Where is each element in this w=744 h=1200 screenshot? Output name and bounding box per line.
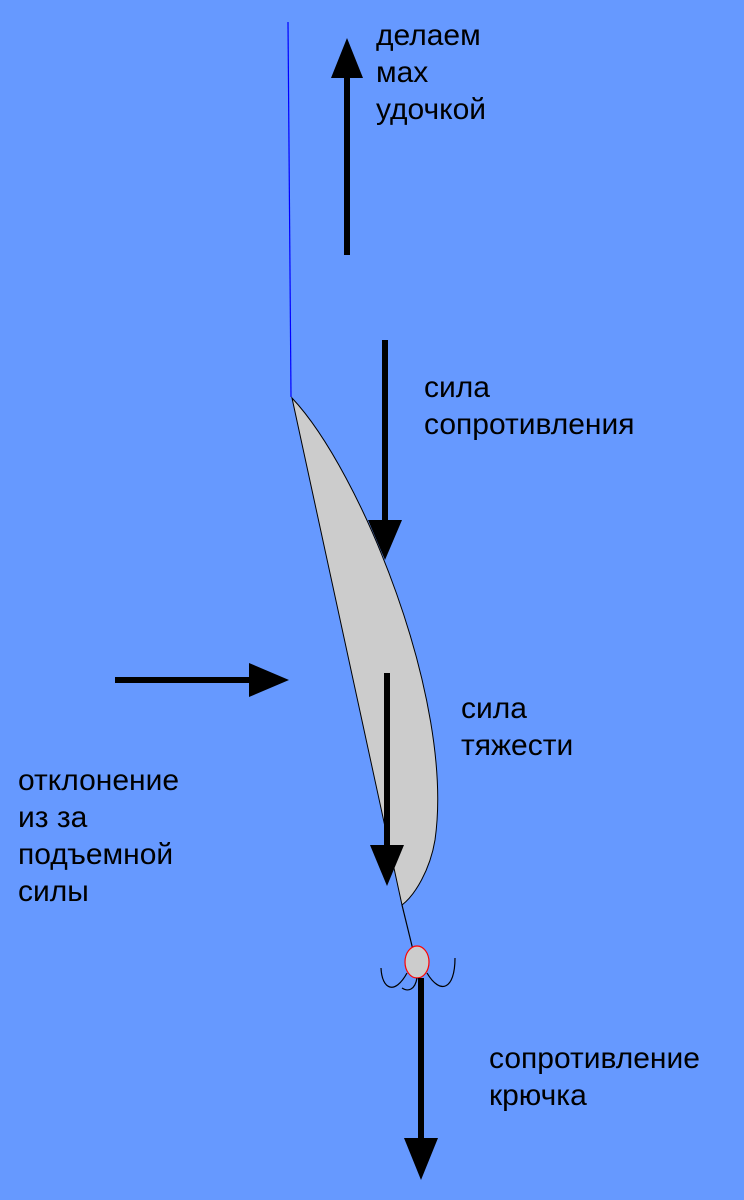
hook-resistance-label-line: крючка xyxy=(489,1079,587,1112)
leader-wire xyxy=(401,904,414,951)
rod-swing-label-line: удочкой xyxy=(376,93,487,126)
lure-blade-icon xyxy=(291,396,439,906)
fishing-line xyxy=(287,21,292,398)
lift-deflection-label-line: из за xyxy=(18,801,88,834)
hook-resistance-arrow xyxy=(404,978,438,1180)
lift-deflection-arrow xyxy=(115,663,289,697)
hook-resistance-label: сопротивление крючка xyxy=(489,1040,700,1114)
rod-swing-label-line: делаем xyxy=(376,19,481,52)
treble-hook-icon xyxy=(380,957,456,991)
drag-force-label-line: сила xyxy=(424,371,490,404)
gravity-label-line: тяжести xyxy=(461,729,574,762)
lift-deflection-label-line: подъемной xyxy=(18,838,174,871)
lift-deflection-label: отклонение из за подъемной силы xyxy=(18,762,179,910)
hook-resistance-label-line: сопротивление xyxy=(489,1042,700,1075)
drag-force-arrow xyxy=(368,340,402,560)
rod-swing-label: делаем мах удочкой xyxy=(376,17,486,128)
hook-ring-icon xyxy=(404,945,430,979)
gravity-label-line: сила xyxy=(461,692,527,725)
rod-swing-arrow xyxy=(331,38,363,255)
rod-swing-label-line: мах xyxy=(376,56,429,89)
drag-force-label-line: сопротивления xyxy=(424,408,635,441)
lift-deflection-label-line: отклонение xyxy=(18,764,180,797)
lift-deflection-label-line: силы xyxy=(18,875,89,908)
gravity-arrow xyxy=(370,673,404,886)
drag-force-label: сила сопротивления xyxy=(424,369,634,443)
gravity-label: сила тяжести xyxy=(461,690,573,764)
